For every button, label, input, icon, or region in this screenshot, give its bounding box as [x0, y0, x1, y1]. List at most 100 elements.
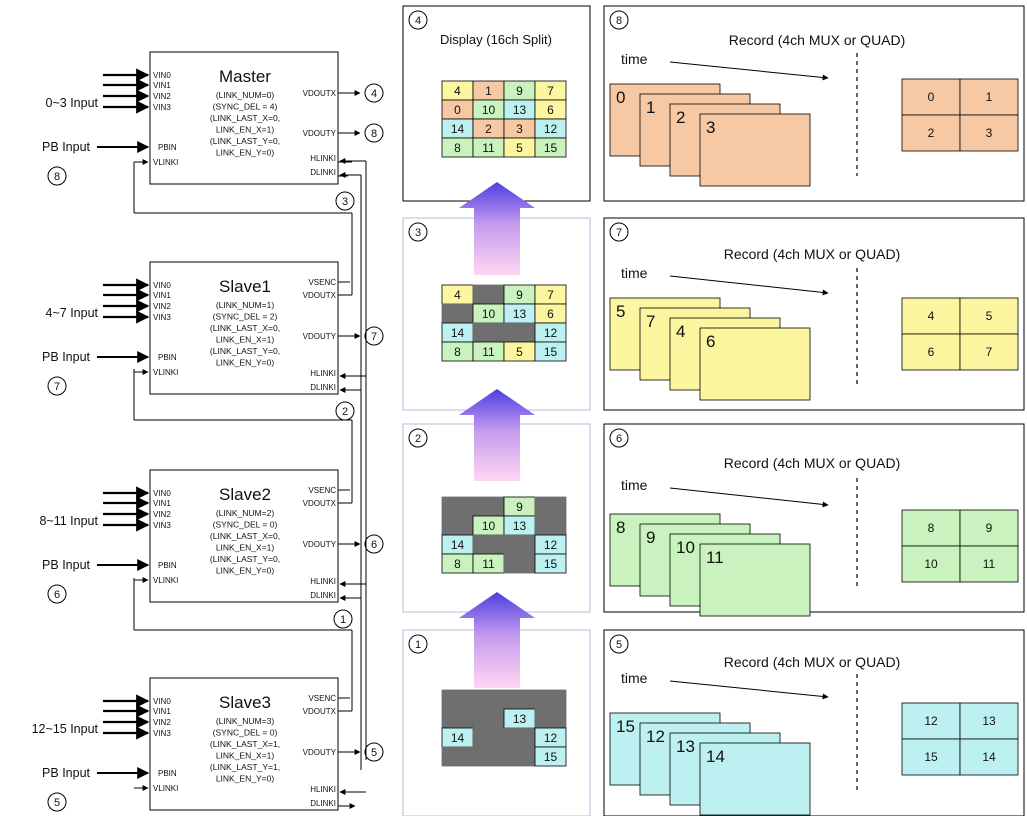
chip-name: Slave1 [219, 277, 271, 296]
pin-vdouty: VDOUTY [303, 129, 337, 138]
record-frame [699, 543, 811, 617]
display-cell [503, 746, 536, 767]
display-cell-label: 9 [516, 500, 523, 514]
pin-vin3: VIN3 [153, 729, 171, 738]
display-cell-label: 11 [482, 557, 495, 571]
pin-dlinki: DLINKI [310, 591, 336, 600]
pin-vlinki: VLINKI [153, 784, 178, 793]
time-arrow [669, 275, 829, 296]
record-step-number-circle [609, 10, 629, 30]
channel-input-label: 0~3 Input [46, 96, 99, 110]
display-cell-label: 13 [513, 307, 527, 321]
quad-cell [959, 114, 1019, 152]
flow-up-arrow [459, 592, 535, 688]
display-cell [472, 727, 505, 748]
pin-pbin: PBIN [158, 561, 177, 570]
pb-input-label: PB Input [42, 350, 90, 364]
chip-param: LINK_EN_Y=0) [216, 774, 275, 784]
chip-param: (LINK_LAST_Y=0, [210, 554, 280, 564]
quad-cell [959, 78, 1019, 116]
display-cell [534, 553, 567, 574]
pin-hlinki: HLINKI [310, 785, 336, 794]
record-output-number-circle [364, 534, 384, 554]
chip-box [149, 469, 339, 603]
chip-param: (LINK_LAST_X=0, [210, 323, 280, 333]
chip-name: Slave3 [219, 693, 271, 712]
display-cell-label: 2 [485, 122, 492, 136]
pin-hlinki: HLINKI [310, 154, 336, 163]
record-frame-label: 5 [616, 302, 625, 321]
chip-param: (LINK_LAST_X=0, [210, 113, 280, 123]
link-wiring: 321 [133, 158, 367, 795]
record-frame-label: 11 [706, 548, 724, 567]
chip-param: LINK_EN_X=1) [216, 751, 275, 761]
pin-vsenc: VSENC [308, 486, 336, 495]
record-step-number-label: 5 [616, 639, 622, 651]
record-frame-label: 4 [676, 322, 685, 341]
link-number-circle [333, 609, 353, 629]
chip-param: LINK_EN_X=1) [216, 543, 275, 553]
quad-cell-label: 15 [924, 750, 938, 764]
pin-vin0: VIN0 [153, 489, 171, 498]
pin-vlinki: VLINKI [153, 368, 178, 377]
quad-cell-label: 1 [986, 90, 993, 104]
pin-vdouty: VDOUTY [303, 540, 337, 549]
display-step-number-label: 4 [415, 15, 421, 27]
display-cell-label: 5 [516, 141, 523, 155]
pin-vdouty: VDOUTY [303, 748, 337, 757]
display-cell [472, 284, 505, 305]
chip-name: Master [219, 67, 271, 86]
link-number-circle [335, 191, 355, 211]
chip-param: (SYNC_DEL = 0) [213, 520, 278, 530]
display-cell [441, 515, 474, 536]
chip-master: Master(LINK_NUM=0)(SYNC_DEL = 4)(LINK_LA… [42, 51, 384, 186]
display-cell-label: 4 [454, 288, 461, 302]
display-cell-label: 12 [544, 326, 558, 340]
display-cell-label: 10 [482, 307, 496, 321]
chip-param: (LINK_LAST_Y=0, [210, 136, 280, 146]
chip-param: LINK_EN_Y=0) [216, 358, 275, 368]
pin-vdouty: VDOUTY [303, 332, 337, 341]
display-output-number-circle [364, 83, 384, 103]
record-frame-label: 15 [616, 717, 635, 736]
quad-cell-label: 10 [924, 557, 938, 571]
chip-param: (SYNC_DEL = 4) [213, 102, 278, 112]
display-cell [472, 708, 505, 729]
display-cell [472, 496, 505, 517]
display-cell-label: 9 [516, 288, 523, 302]
display-cell-label: 15 [544, 557, 558, 571]
display-step-number-circle [408, 10, 428, 30]
pin-hlinki: HLINKI [310, 577, 336, 586]
display-cell-label: 8 [454, 557, 461, 571]
chip-param: (LINK_LAST_X=1, [210, 739, 280, 749]
chip-box [149, 51, 339, 185]
chip-param: (LINK_NUM=1) [216, 300, 275, 310]
display-cell [441, 689, 474, 710]
pb-input-label: PB Input [42, 558, 90, 572]
display-cell-label: 12 [544, 731, 558, 745]
pin-vin0: VIN0 [153, 71, 171, 80]
display-step-number-label: 1 [415, 639, 421, 651]
quad-cell [901, 738, 961, 776]
quad-cell-label: 12 [924, 714, 938, 728]
pb-number-label: 7 [54, 381, 60, 393]
display-title: Display (16ch Split) [440, 32, 552, 47]
pb-number-circle [47, 584, 67, 604]
record-step-number-label: 8 [616, 15, 622, 27]
chip-slave1: Slave1(LINK_NUM=1)(SYNC_DEL = 2)(LINK_LA… [42, 261, 384, 396]
display-cell-label: 14 [451, 538, 465, 552]
record-output-number-label: 8 [371, 128, 377, 140]
pin-vin1: VIN1 [153, 707, 171, 716]
record-output-number-label: 7 [371, 331, 377, 343]
chip-param: LINK_EN_X=1) [216, 125, 275, 135]
display-step-number-circle [408, 428, 428, 448]
record-frame-label: 2 [676, 108, 685, 127]
chip-box [149, 261, 339, 395]
pin-vin2: VIN2 [153, 302, 171, 311]
quad-cell [959, 702, 1019, 740]
pin-dlinki: DLINKI [310, 168, 336, 177]
